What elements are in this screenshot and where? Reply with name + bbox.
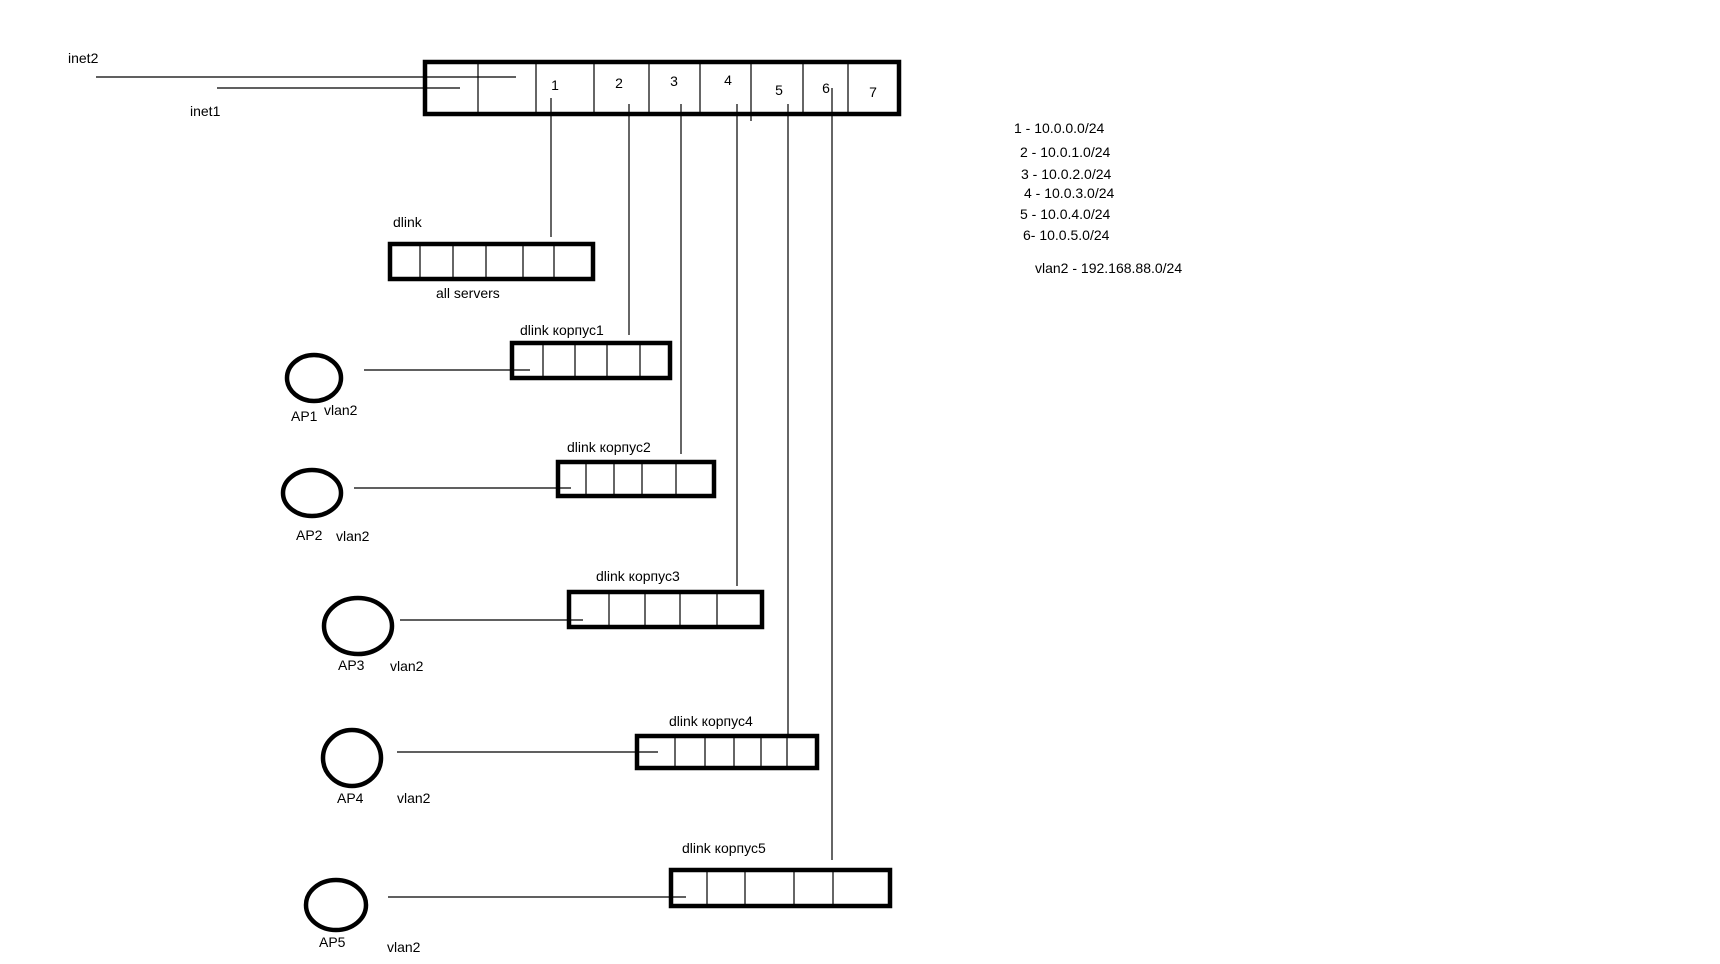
switch-k4: dlink корпус4 (634, 713, 820, 771)
access-point-3: AP3 vlan2 (321, 595, 583, 674)
access-point-2: AP2 vlan2 (280, 467, 571, 544)
port-label-4: 4 (724, 72, 732, 88)
access-point-icon (321, 595, 395, 657)
subnet-item-4: 4 - 10.0.3.0/24 (1024, 185, 1115, 201)
ap3-vlan: vlan2 (390, 658, 424, 674)
switch-k5-title: dlink корпус5 (682, 840, 766, 856)
main-switch: 1 2 3 4 5 6 7 (422, 59, 902, 121)
trunk-wires (550, 88, 833, 860)
switch-k2: dlink корпус2 (555, 439, 717, 499)
switch-k3-body (566, 589, 765, 630)
switch-servers-title: dlink (393, 214, 423, 230)
subnet-item-1: 1 - 10.0.0.0/24 (1014, 120, 1105, 136)
subnet-item-2: 2 - 10.0.1.0/24 (1020, 144, 1111, 160)
ap4-name: AP4 (337, 790, 364, 806)
port-label-3: 3 (670, 73, 678, 89)
inet1-label: inet1 (190, 103, 221, 119)
vlan-subnet: vlan2 - 192.168.88.0/24 (1035, 260, 1182, 276)
switch-k5: dlink корпус5 (668, 840, 893, 909)
uplinks: inet2 inet1 (68, 50, 516, 119)
ap1-name: AP1 (291, 408, 318, 424)
port-label-6: 6 (822, 80, 830, 96)
ap2-vlan: vlan2 (336, 528, 370, 544)
switch-k1: dlink корпус1 (509, 322, 673, 381)
switch-k4-title: dlink корпус4 (669, 713, 753, 729)
subnet-legend: 1 - 10.0.0.0/24 2 - 10.0.1.0/24 3 - 10.0… (1014, 120, 1182, 276)
access-point-5: AP5 vlan2 (303, 877, 686, 955)
access-point-icon (303, 877, 369, 933)
access-point-4: AP4 vlan2 (320, 727, 658, 806)
switch-k3-title: dlink корпус3 (596, 568, 680, 584)
switch-k5-body (668, 867, 893, 909)
switch-k3: dlink корпус3 (566, 568, 765, 630)
access-point-1: AP1 vlan2 (284, 352, 530, 424)
switch-k1-body (509, 340, 673, 381)
ap4-vlan: vlan2 (397, 790, 431, 806)
ap2-name: AP2 (296, 527, 323, 543)
switch-k4-body (634, 733, 820, 771)
access-point-icon (320, 727, 384, 789)
port-label-5: 5 (775, 82, 783, 98)
ap1-vlan: vlan2 (324, 402, 358, 418)
switch-servers: dlink all servers (387, 214, 596, 301)
ap5-vlan: vlan2 (387, 939, 421, 955)
ap5-name: AP5 (319, 934, 346, 950)
switch-servers-caption: all servers (436, 285, 500, 301)
switch-servers-body (387, 241, 596, 282)
subnet-item-5: 5 - 10.0.4.0/24 (1020, 206, 1111, 222)
port-label-7: 7 (869, 84, 877, 100)
subnet-item-3: 3 - 10.0.2.0/24 (1021, 166, 1112, 182)
port-label-1: 1 (551, 77, 559, 93)
port-label-2: 2 (615, 75, 623, 91)
switch-k2-title: dlink корпус2 (567, 439, 651, 455)
switch-k2-body (555, 459, 717, 499)
ap3-name: AP3 (338, 657, 365, 673)
inet2-label: inet2 (68, 50, 99, 66)
access-point-icon (284, 352, 344, 404)
subnet-item-6: 6- 10.0.5.0/24 (1023, 227, 1110, 243)
access-point-icon (280, 467, 344, 519)
switch-k1-title: dlink корпус1 (520, 322, 604, 338)
